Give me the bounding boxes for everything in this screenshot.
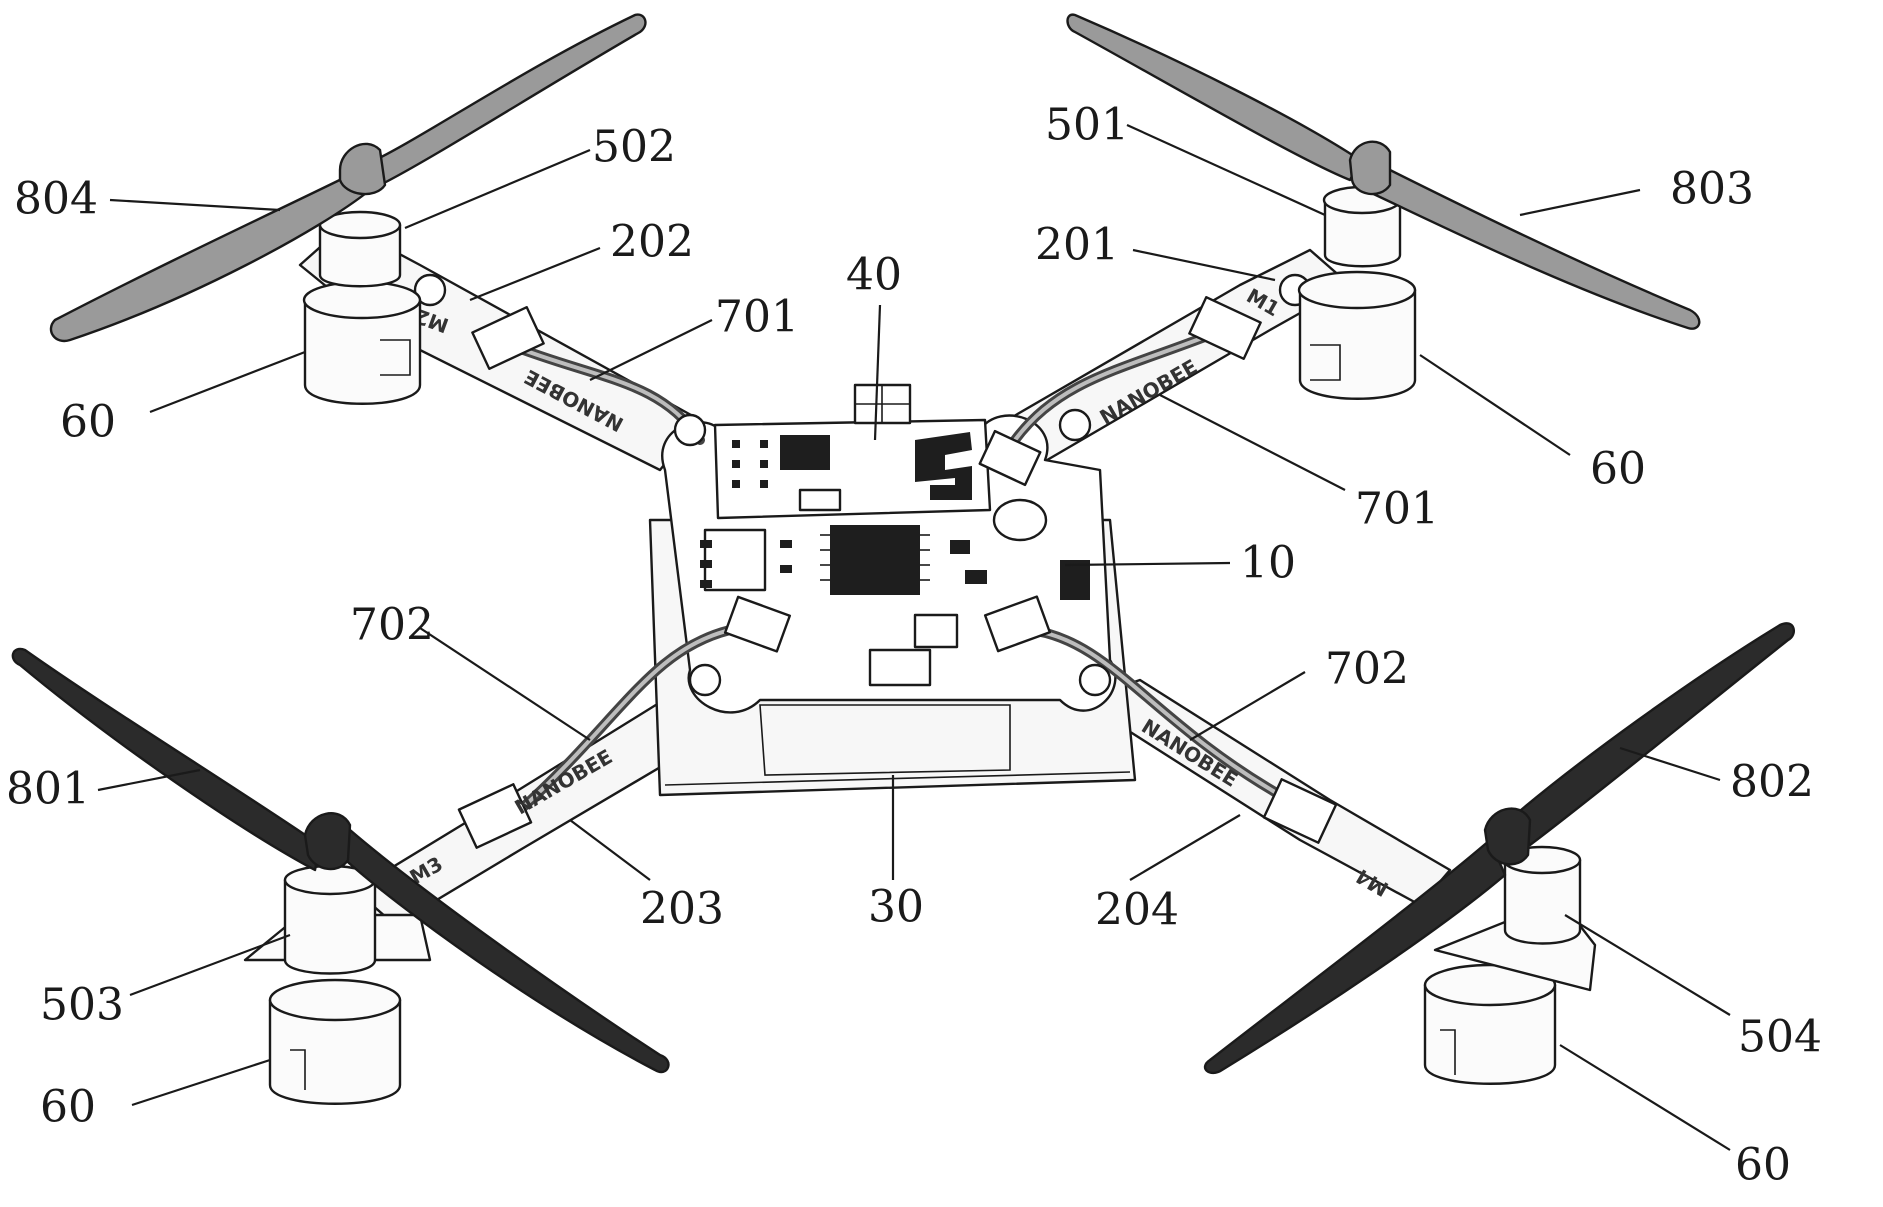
propeller-804 [49,13,647,343]
motor-top-left [302,210,422,405]
label-802: 802 [1730,757,1814,808]
label-701-right: 701 [1355,484,1439,535]
motor-bottom-right [1423,845,1597,1085]
label-30: 30 [868,882,924,933]
label-204: 204 [1095,885,1179,936]
label-10: 10 [1240,538,1296,589]
label-804: 804 [14,174,98,225]
label-201: 201 [1035,220,1119,271]
buzzer [992,498,1048,542]
arm-bottom-right [1078,678,1452,907]
label-803: 803 [1670,164,1754,215]
label-60-top-right: 60 [1590,444,1646,495]
callout-labels: 804 502 202 701 40 60 501 803 201 60 701… [6,100,1822,1191]
label-203: 203 [640,884,724,935]
propeller-803 [1066,13,1701,330]
mcu-chip [830,525,920,595]
leader-lines [97,123,1731,1151]
label-503: 503 [40,980,124,1031]
label-502: 502 [592,122,676,173]
motor-top-right [1297,185,1417,400]
label-60-bottom-left: 60 [40,1082,96,1133]
label-701-left: 701 [715,292,799,343]
label-504: 504 [1738,1012,1822,1063]
motor-bottom-left [243,864,432,1105]
propeller-801 [11,647,670,1074]
label-40: 40 [846,250,902,301]
label-801: 801 [6,764,90,815]
label-202: 202 [610,217,694,268]
label-501: 501 [1045,100,1129,151]
label-60-bottom-right: 60 [1735,1140,1791,1191]
label-702-right: 702 [1325,644,1409,695]
label-702-left: 702 [350,600,434,651]
wireless-module [713,383,992,520]
label-60-top-left: 60 [60,397,116,448]
propeller-802 [1203,622,1796,1075]
connectors [457,295,1338,849]
